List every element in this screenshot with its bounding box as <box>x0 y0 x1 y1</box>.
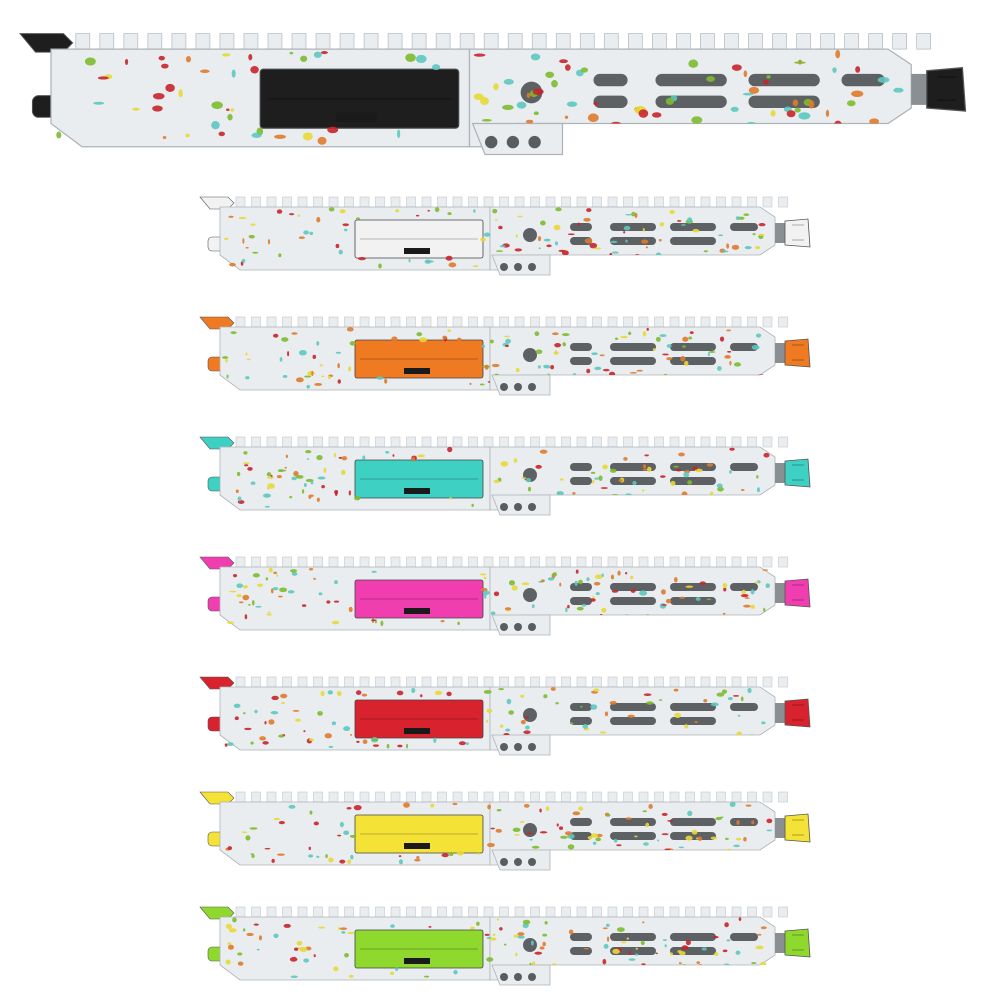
charging-handle <box>199 436 235 450</box>
upper-receiver-pink <box>199 556 811 636</box>
dust-cover <box>354 459 484 499</box>
dust-cover <box>259 68 460 129</box>
flash-hider <box>784 218 811 248</box>
dust-cover <box>354 929 484 969</box>
flash-hider <box>784 698 811 728</box>
upper-receiver-orange <box>199 316 811 396</box>
charging-handle <box>199 556 235 570</box>
charging-handle <box>199 196 235 210</box>
dust-cover <box>354 699 484 739</box>
flash-hider <box>784 928 811 958</box>
flash-hider <box>784 458 811 488</box>
dust-cover <box>354 339 484 379</box>
flash-hider <box>926 67 967 112</box>
charging-handle <box>199 791 235 805</box>
flash-hider <box>784 578 811 608</box>
flash-hider <box>784 338 811 368</box>
upper-receiver-black <box>19 33 967 156</box>
charging-handle <box>199 316 235 330</box>
upper-receiver-teal <box>199 436 811 516</box>
upper-receiver-red <box>199 676 811 756</box>
dust-cover <box>354 814 484 854</box>
charging-handle <box>199 906 235 920</box>
upper-receiver-white <box>199 196 811 276</box>
upper-receiver-yellow <box>199 791 811 871</box>
charging-handle <box>199 676 235 690</box>
paint-splatter <box>226 567 770 629</box>
upper-receiver-lime <box>199 906 811 986</box>
flash-hider <box>784 813 811 843</box>
charging-handle <box>19 33 74 53</box>
paint-splatter <box>56 49 904 145</box>
dust-cover <box>354 579 484 619</box>
